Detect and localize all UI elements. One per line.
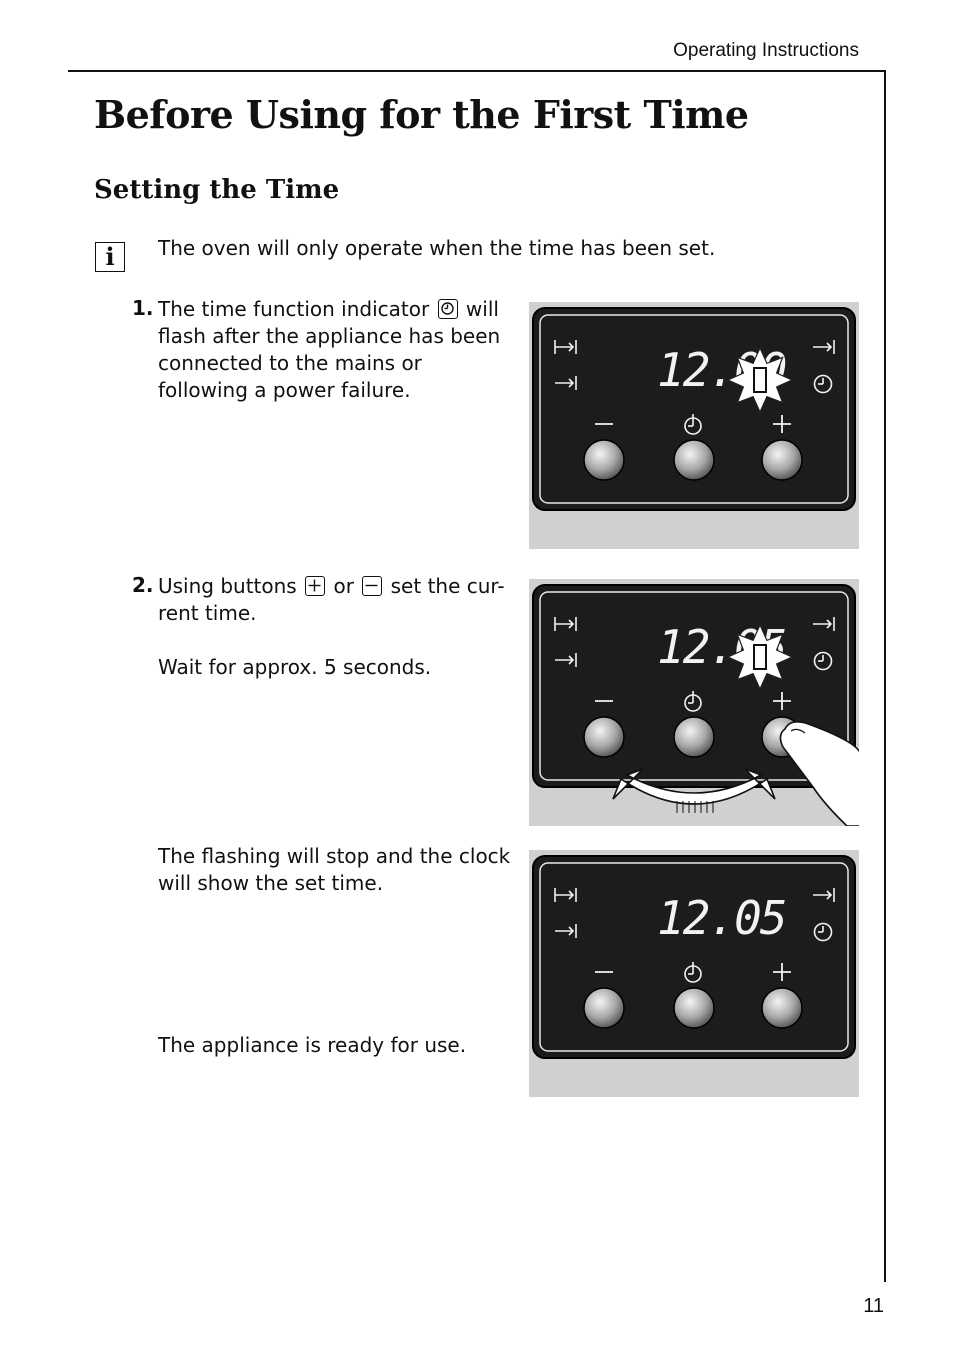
clock-icon bbox=[813, 651, 833, 671]
plus-button[interactable] bbox=[761, 987, 803, 1029]
plus-label bbox=[773, 963, 791, 981]
running-header: Operating Instructions bbox=[673, 40, 859, 61]
timer-icon bbox=[684, 962, 702, 983]
minus-icon bbox=[362, 576, 383, 596]
minus-button[interactable] bbox=[583, 439, 625, 481]
step-1-text-after: will flash after the appliance has been … bbox=[158, 297, 501, 402]
clock-icon bbox=[813, 922, 833, 942]
step-1-text-before: The time function indicator bbox=[158, 297, 430, 321]
panel-illustration: 12.05 bbox=[532, 584, 859, 826]
panel-illustration: 12.00 bbox=[532, 307, 856, 511]
clock-icon bbox=[437, 299, 458, 319]
margin-rule bbox=[884, 70, 886, 1282]
result-text: The flashing will stop and the clock wil… bbox=[158, 844, 511, 895]
rotate-arrows-icon bbox=[612, 768, 776, 813]
control-panel-1: 12.00 bbox=[529, 302, 859, 549]
timer-button[interactable] bbox=[673, 439, 715, 481]
duration-icon bbox=[554, 617, 577, 631]
step-1-text: The time function indicator will flash a… bbox=[158, 296, 518, 404]
duration-icon bbox=[554, 340, 577, 354]
finger-icon bbox=[779, 721, 859, 826]
info-note: The oven will only operate when the time… bbox=[158, 236, 716, 260]
end-time-icon bbox=[813, 340, 835, 354]
step-2-text-or: or bbox=[333, 574, 354, 598]
end-time-icon bbox=[813, 617, 835, 631]
info-icon: i bbox=[95, 242, 125, 272]
step-2-text-b: set the cur-rent time. bbox=[158, 574, 505, 625]
plus-label bbox=[773, 692, 791, 710]
control-panel-2: 12.05 bbox=[529, 579, 859, 826]
panel-illustration: 12.05 bbox=[532, 855, 856, 1059]
ready-text: The appliance is ready for use. bbox=[158, 1033, 467, 1057]
page-title: Before Using for the First Time bbox=[94, 92, 749, 137]
duration-icon bbox=[554, 888, 577, 902]
section-subtitle: Setting the Time bbox=[94, 175, 340, 205]
plus-icon bbox=[305, 576, 326, 596]
timer-icon bbox=[684, 691, 702, 712]
page-number: 11 bbox=[863, 1295, 884, 1317]
timer-icon bbox=[684, 414, 702, 435]
plus-label bbox=[773, 415, 791, 433]
clock-icon bbox=[813, 374, 833, 394]
start-icon bbox=[555, 376, 577, 390]
start-icon bbox=[555, 924, 577, 938]
minus-button[interactable] bbox=[583, 716, 625, 758]
minus-button[interactable] bbox=[583, 987, 625, 1029]
step-2-wait: Wait for approx. 5 seconds. bbox=[158, 655, 432, 679]
step-1-number: 1. bbox=[132, 296, 154, 320]
step-2-text-a: Using buttons bbox=[158, 574, 297, 598]
step-2-number: 2. bbox=[132, 573, 154, 597]
header-rule bbox=[68, 70, 886, 72]
flash-indicator bbox=[726, 623, 794, 691]
clock-display: 12.05 bbox=[657, 891, 785, 945]
timer-button[interactable] bbox=[673, 987, 715, 1029]
end-time-icon bbox=[813, 888, 835, 902]
plus-button[interactable] bbox=[761, 439, 803, 481]
timer-button[interactable] bbox=[673, 716, 715, 758]
start-icon bbox=[555, 653, 577, 667]
control-panel-3: 12.05 bbox=[529, 850, 859, 1097]
step-2-text: Using buttons or set the cur-rent time. bbox=[158, 573, 523, 627]
flash-indicator bbox=[726, 346, 794, 414]
